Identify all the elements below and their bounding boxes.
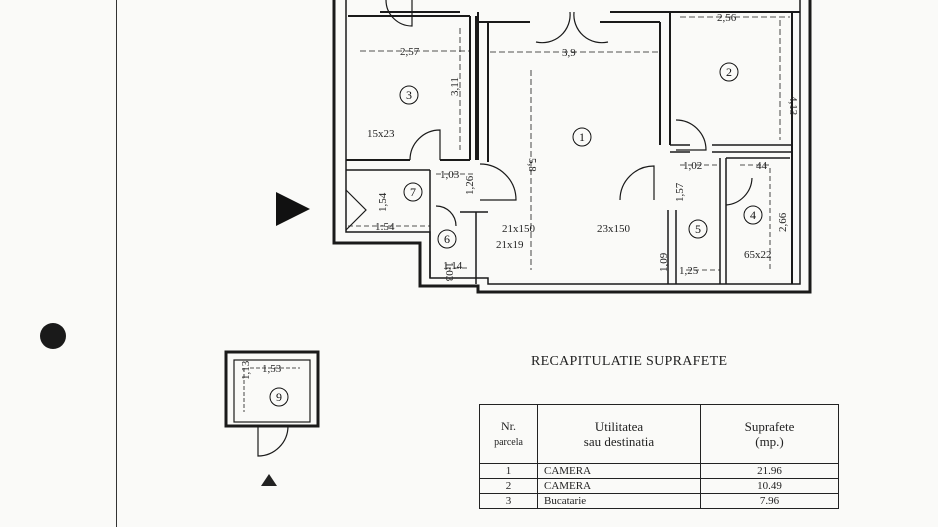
wall-room3 — [346, 15, 477, 161]
dim-label: 21x19 — [496, 239, 524, 251]
entrance-arrow-icon — [276, 192, 310, 226]
room-number-1: 1 — [579, 130, 585, 144]
header-nr-sub-label: parcela — [494, 436, 523, 448]
dim-label: 2,56 — [717, 12, 737, 24]
row-supr: 10.49 — [700, 478, 839, 494]
dim-label: 1,13 — [240, 360, 252, 380]
door-swing — [479, 163, 517, 201]
table-row: 1 CAMERA 21.96 — [479, 463, 839, 479]
storage-room-9 — [224, 350, 320, 428]
dim-label: 1,25 — [679, 265, 699, 277]
dim-label: 1,26 — [464, 175, 476, 195]
dim-line — [243, 367, 300, 412]
wall-living — [477, 12, 671, 162]
dim-label: 2,66 — [777, 212, 789, 232]
header-supr-line1: Suprafete — [744, 419, 795, 434]
dim-label: 1,02 — [683, 160, 702, 172]
wall-room5 — [667, 210, 677, 284]
room-number-2: 2 — [726, 65, 732, 79]
dim-label: 21x150 — [502, 223, 536, 235]
wall-room7 — [346, 169, 431, 200]
dim-label: 65x22 — [744, 249, 772, 261]
header-util-line2: sau destinatia — [583, 434, 655, 449]
door-swing — [619, 165, 655, 201]
wall-room2 — [670, 144, 792, 153]
row-util: Bucatarie — [537, 493, 701, 509]
header-util: Utilitatea sau destinatia — [537, 404, 701, 464]
dim-label: 3,9 — [562, 47, 576, 59]
door-swing — [257, 425, 289, 457]
table-row: 3 Bucatarie 7.96 — [479, 493, 839, 509]
dim-line — [348, 164, 771, 271]
dim-line — [360, 16, 790, 270]
room-number-3: 3 — [406, 88, 412, 102]
dim-label: 1,54 — [377, 192, 389, 212]
room-number-6: 6 — [444, 232, 450, 246]
wall-room4 — [719, 157, 790, 284]
dim-label: 1,03 — [440, 169, 460, 181]
outer-wall-inner — [345, 0, 801, 285]
header-util-line1: Utilitatea — [594, 419, 644, 434]
room-number-7: 7 — [410, 185, 416, 199]
dim-label: 2,57 — [400, 46, 420, 58]
dim-label: 1,09 — [658, 252, 670, 272]
door-swing — [435, 205, 457, 227]
door-swing — [385, 0, 413, 27]
row-nr: 3 — [479, 493, 538, 509]
triangle-marker-icon — [261, 474, 277, 486]
outer-wall — [332, 0, 812, 294]
dim-label: 3,11 — [449, 77, 461, 96]
recap-title: RECAPITULATIE SUPRAFETE — [531, 354, 728, 369]
row-util: CAMERA — [537, 478, 701, 494]
header-nr-label: Nr. — [501, 418, 516, 433]
dim-label: 1,14 — [443, 260, 463, 272]
header-supr: Suprafete (mp.) — [700, 404, 839, 464]
door-swing — [535, 11, 609, 44]
dim-label: 15x23 — [367, 128, 395, 140]
table-header-row: Nr. parcela Utilitatea sau destinatia Su… — [479, 404, 839, 464]
dim-label: 1,53 — [262, 363, 282, 375]
door-swing — [345, 189, 367, 231]
dim-label: 1,57 — [674, 182, 686, 202]
margin-line — [116, 0, 117, 527]
row-supr: 7.96 — [700, 493, 839, 509]
room-number-5: 5 — [695, 222, 701, 236]
dim-label: 5,8 — [526, 158, 538, 172]
row-supr: 21.96 — [700, 463, 839, 479]
door-swing — [725, 177, 753, 206]
dim-label: 23x150 — [597, 223, 631, 235]
dim-label: 1:54 — [375, 221, 395, 233]
door-swing — [409, 129, 441, 161]
room-number-4: 4 — [750, 208, 756, 222]
row-nr: 1 — [479, 463, 538, 479]
table-row: 2 CAMERA 10.49 — [479, 478, 839, 494]
row-util: CAMERA — [537, 463, 701, 479]
header-nr: Nr. parcela — [479, 404, 538, 464]
row-nr: 2 — [479, 478, 538, 494]
dim-label: 4,13 — [787, 96, 799, 116]
wall-room6 — [429, 200, 488, 284]
room-number-9: 9 — [276, 390, 282, 404]
dim-label: 44 — [756, 160, 768, 172]
dim-label: 1,03 — [443, 262, 455, 282]
header-supr-line2: (mp.) — [755, 434, 784, 449]
door-swing — [675, 119, 707, 151]
punch-hole-dot — [40, 323, 66, 349]
recap-table: Nr. parcela Utilitatea sau destinatia Su… — [479, 404, 839, 509]
